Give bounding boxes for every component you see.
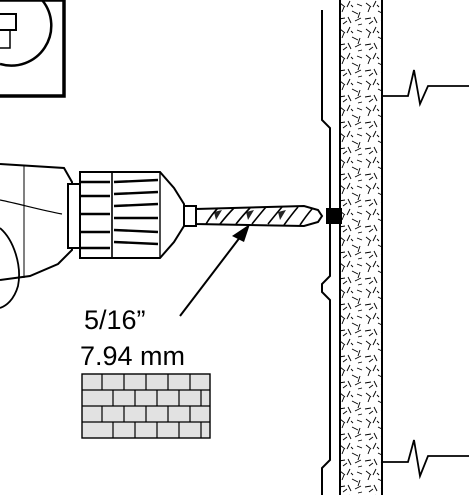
drill-chuck [67,171,197,259]
size-metric-label: 7.94 mm [80,341,185,371]
drill-bit [195,204,324,228]
inset-detail [0,0,66,98]
break-line-top [382,69,469,108]
drill-body [0,163,73,309]
drilled-hole [326,208,342,224]
wall-section [339,0,383,495]
wall-face [321,10,331,495]
leader-arrow [179,224,250,317]
break-line-bottom [382,439,469,480]
size-imperial-label: 5/16” [84,305,146,335]
brick-icon [81,373,211,439]
